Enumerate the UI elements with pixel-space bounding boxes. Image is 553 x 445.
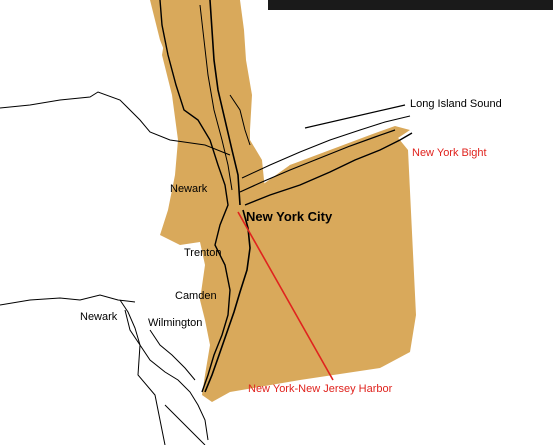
connecticut-coast [241,115,411,179]
state-boundary-ny-ct [229,94,251,146]
delaware-river [159,0,231,393]
leader-harbor [237,211,334,381]
label-city-newark-de: Newark [80,311,118,323]
label-city-wilmington: Wilmington [148,317,203,329]
state-boundary-ny-pa [0,91,231,156]
hudson-river [209,0,241,206]
label-long-island-sound: Long Island Sound [410,98,502,110]
long-island-fill [255,126,410,198]
label-new-york-new-jersey-harbor: New York-New Jersey Harbor [248,383,393,395]
label-city-trenton: Trenton [184,247,222,259]
label-city-newark-nj: Newark [170,183,208,195]
state-boundary-pa-nj-west [0,294,136,306]
nj-atlantic-coast [204,209,251,393]
frame-top-bar [268,0,553,10]
long-island-north-shore [239,129,396,193]
label-new-york-bight: New York Bight [412,147,487,159]
label-city-new-york-city: New York City [246,209,333,224]
long-island-south-shore [244,132,413,206]
delaware-bay-inner [149,329,196,381]
watershed-upper-strip [150,0,252,140]
leader-long-island-sound [304,104,406,129]
label-city-camden: Camden [175,290,217,302]
delmarva-boundary [124,309,166,445]
frame-left-edge [268,0,271,10]
delaware-bay-coast [119,299,209,441]
bottom-river-detail [164,404,206,445]
hudson-river-west-bank [199,4,233,191]
